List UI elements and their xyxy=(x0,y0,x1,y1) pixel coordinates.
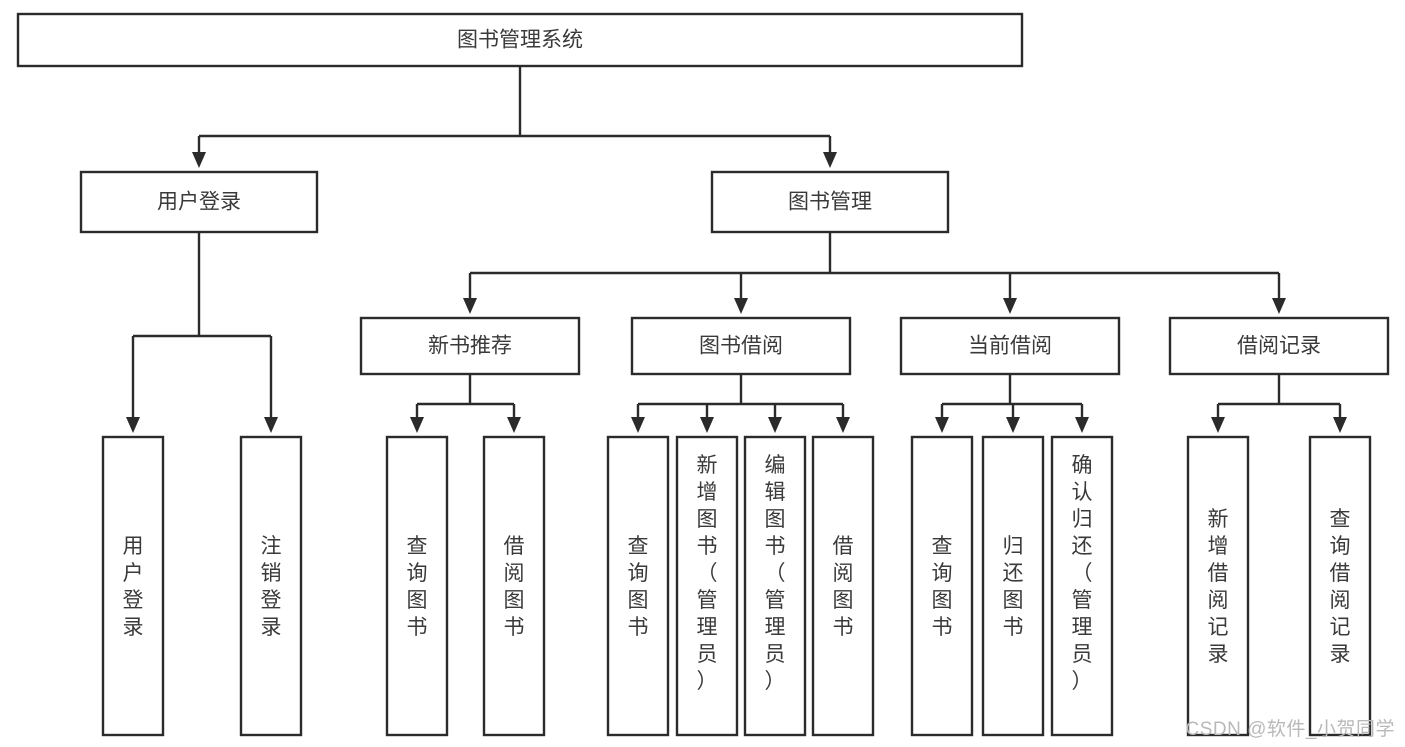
node-label-l-query-book-1: 查询图书 xyxy=(407,535,428,639)
node-box-n-current-borrow xyxy=(899,316,1121,376)
node-l-borrow-book-1[interactable]: 借阅图书 xyxy=(482,435,546,737)
node-l-add-book[interactable]: 新增图书（管理员） xyxy=(675,435,739,737)
node-label-root: 图书管理系统 xyxy=(457,29,583,52)
node-box-l-user-login xyxy=(101,435,165,737)
node-n-user-login[interactable]: 用户登录 xyxy=(79,170,319,234)
node-l-user-login[interactable]: 用户登录 xyxy=(101,435,165,737)
node-box-l-user-logout xyxy=(239,435,303,737)
node-box-l-add-record xyxy=(1186,435,1250,737)
connector-e-nbr-bus xyxy=(417,374,514,406)
node-label-n-current-borrow: 当前借阅 xyxy=(968,335,1052,358)
node-label-l-borrow-book-2: 借阅图书 xyxy=(833,535,854,639)
arrowhead-a-book-manage xyxy=(823,152,837,168)
node-n-book-borrow[interactable]: 图书借阅 xyxy=(630,316,852,376)
connector-e-bb-bus xyxy=(638,374,843,406)
node-label-l-add-book: 新增图书（管理员） xyxy=(697,454,718,693)
arrowhead-a-l-borrow-book-1 xyxy=(507,417,521,433)
node-label-l-query-book-2: 查询图书 xyxy=(628,535,649,639)
node-label-n-book-manage: 图书管理 xyxy=(788,191,872,214)
arrowhead-a-l-user-login xyxy=(126,417,140,433)
node-label-l-add-record: 新增借阅记录 xyxy=(1208,508,1229,666)
node-label-l-edit-book: 编辑图书（管理员） xyxy=(765,454,786,693)
node-box-n-borrow-record xyxy=(1168,316,1390,376)
node-n-book-manage[interactable]: 图书管理 xyxy=(710,170,950,234)
node-label-n-book-borrow: 图书借阅 xyxy=(699,335,783,358)
node-label-l-user-login: 用户登录 xyxy=(123,535,144,639)
node-label-l-return-book: 归还图书 xyxy=(1003,535,1024,639)
node-root[interactable]: 图书管理系统 xyxy=(16,12,1024,68)
node-l-return-book[interactable]: 归还图书 xyxy=(981,435,1045,737)
arrowhead-a-l-add-book xyxy=(700,417,714,433)
node-box-l-borrow-book-1 xyxy=(482,435,546,737)
node-box-l-query-book-1 xyxy=(385,435,449,737)
node-box-l-confirm-return xyxy=(1050,435,1114,737)
arrowhead-a-current-borrow xyxy=(1003,298,1017,314)
node-l-query-book-3[interactable]: 查询图书 xyxy=(910,435,974,737)
csdn-watermark: CSDN @软件_小贺同学 xyxy=(1185,719,1395,740)
node-l-query-book-1[interactable]: 查询图书 xyxy=(385,435,449,737)
node-l-confirm-return[interactable]: 确认归还（管理员） xyxy=(1050,435,1114,737)
arrowhead-a-l-query-book-3 xyxy=(935,417,949,433)
node-label-n-user-login: 用户登录 xyxy=(157,191,241,214)
arrowhead-a-l-confirm-return xyxy=(1075,417,1089,433)
connector-e-user-login-bus xyxy=(133,232,271,338)
arrowhead-a-l-add-record xyxy=(1211,417,1225,433)
node-label-l-query-record: 查询借阅记录 xyxy=(1330,508,1351,666)
node-l-query-record[interactable]: 查询借阅记录 xyxy=(1308,435,1372,737)
node-n-borrow-record[interactable]: 借阅记录 xyxy=(1168,316,1390,376)
arrowhead-a-l-query-record xyxy=(1333,417,1347,433)
node-n-new-book-rec[interactable]: 新书推荐 xyxy=(359,316,581,376)
node-box-l-return-book xyxy=(981,435,1045,737)
node-box-l-query-book-3 xyxy=(910,435,974,737)
connector-e-cb-bus xyxy=(942,374,1082,406)
node-l-borrow-book-2[interactable]: 借阅图书 xyxy=(811,435,875,737)
node-l-user-logout[interactable]: 注销登录 xyxy=(239,435,303,737)
node-box-n-new-book-rec xyxy=(359,316,581,376)
arrowhead-a-l-return-book xyxy=(1006,417,1020,433)
node-layer: 图书管理系统用户登录图书管理新书推荐图书借阅当前借阅借阅记录用户登录注销登录查询… xyxy=(16,12,1390,737)
node-label-l-query-book-3: 查询图书 xyxy=(932,535,953,639)
arrowhead-a-new-book-rec xyxy=(463,298,477,314)
node-label-l-borrow-book-1: 借阅图书 xyxy=(504,535,525,639)
arrowhead-layer xyxy=(126,152,1347,433)
arrowhead-a-l-query-book-2 xyxy=(631,417,645,433)
node-label-l-user-logout: 注销登录 xyxy=(261,535,282,639)
arrowhead-a-book-borrow xyxy=(734,298,748,314)
arrowhead-a-borrow-record xyxy=(1272,298,1286,314)
node-box-n-book-manage xyxy=(710,170,950,234)
node-l-add-record[interactable]: 新增借阅记录 xyxy=(1186,435,1250,737)
node-label-l-confirm-return: 确认归还（管理员） xyxy=(1072,454,1093,693)
node-box-root xyxy=(16,12,1024,68)
arrowhead-a-l-edit-book xyxy=(768,417,782,433)
node-label-n-borrow-record: 借阅记录 xyxy=(1237,335,1321,358)
node-box-l-query-book-2 xyxy=(606,435,670,737)
arrowhead-a-l-user-logout xyxy=(264,417,278,433)
node-l-query-book-2[interactable]: 查询图书 xyxy=(606,435,670,737)
node-box-l-edit-book xyxy=(743,435,807,737)
arrowhead-a-user-login xyxy=(192,152,206,168)
connector-e-br-bus xyxy=(1218,374,1340,406)
connector-e-root-bus xyxy=(199,66,830,138)
node-l-edit-book[interactable]: 编辑图书（管理员） xyxy=(743,435,807,737)
node-box-n-book-borrow xyxy=(630,316,852,376)
node-box-l-add-book xyxy=(675,435,739,737)
arrowhead-a-l-borrow-book-2 xyxy=(836,417,850,433)
connector-e-book-manage-bus xyxy=(470,232,1279,275)
node-box-l-query-record xyxy=(1308,435,1372,737)
arrowhead-a-l-query-book-1 xyxy=(410,417,424,433)
node-box-l-borrow-book-2 xyxy=(811,435,875,737)
node-box-n-user-login xyxy=(79,170,319,234)
node-label-n-new-book-rec: 新书推荐 xyxy=(428,335,512,358)
node-n-current-borrow[interactable]: 当前借阅 xyxy=(899,316,1121,376)
